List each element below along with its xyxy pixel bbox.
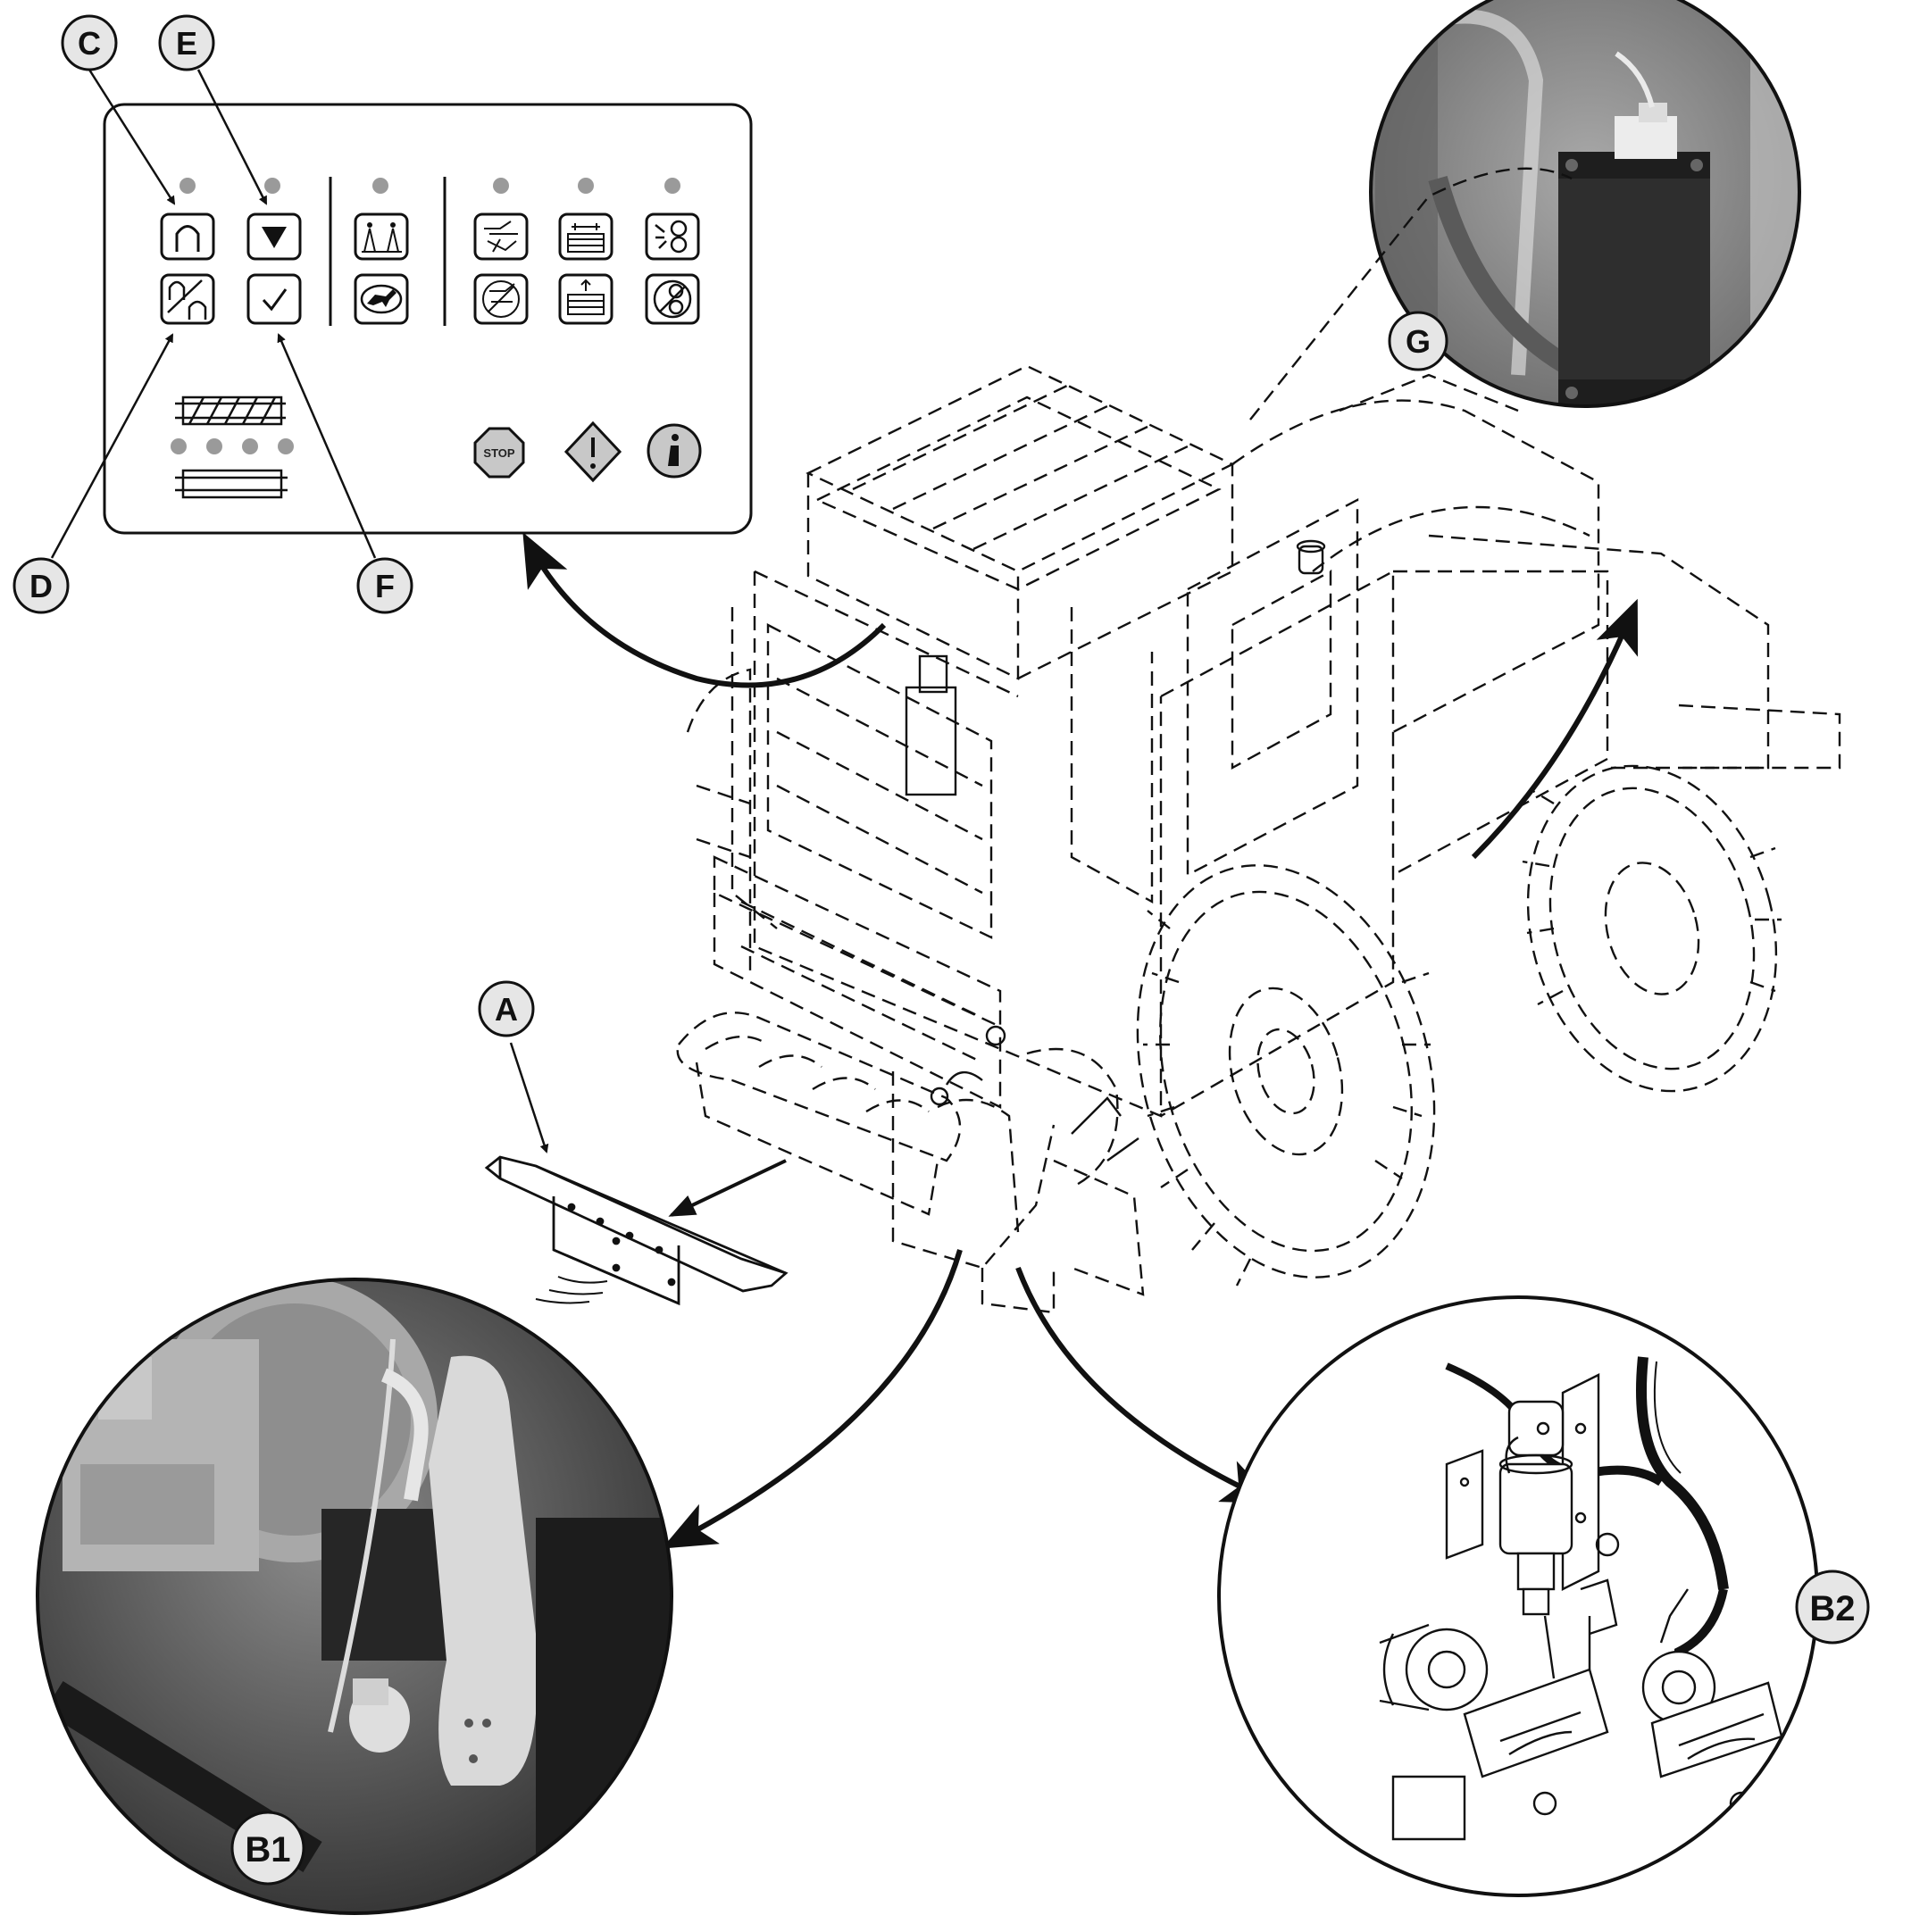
- callout-c: C: [61, 14, 118, 71]
- twine-wrap-button[interactable]: [354, 212, 409, 261]
- arrow-to-part-a: [668, 1159, 787, 1217]
- inset-g-border: [1369, 0, 1801, 408]
- leader-a: [509, 1042, 549, 1153]
- deer-logo-icon: [360, 284, 403, 314]
- bale-top-icon: [181, 396, 283, 426]
- knife-off-icon: [482, 280, 520, 318]
- svg-text:F: F: [375, 568, 395, 604]
- bale-density-button[interactable]: [558, 212, 613, 261]
- deer-logo-button[interactable]: [354, 273, 409, 325]
- arrow-to-b1-inset: [662, 1249, 963, 1549]
- stop-icon: [473, 427, 525, 479]
- callout-b2: B2: [1795, 1570, 1870, 1645]
- callout-b1: B1: [230, 1811, 305, 1886]
- stop-button[interactable]: STOP: [473, 427, 525, 479]
- warning-button[interactable]: [563, 421, 622, 483]
- horseshoe-reset-icon: [167, 279, 207, 320]
- callout-f: F: [356, 557, 413, 614]
- leader-e: [196, 69, 268, 205]
- arrow-to-b2-inset: [1015, 1266, 1277, 1504]
- arrow-to-g-inset: [1471, 598, 1639, 860]
- horseshoe-reset-button[interactable]: [160, 273, 215, 325]
- knife-off-button[interactable]: [473, 273, 529, 325]
- svg-text:B2: B2: [1809, 1589, 1855, 1628]
- leader-d: [50, 333, 174, 559]
- baler-machine-drawing: [676, 167, 1841, 1314]
- leader-c: [88, 69, 176, 205]
- callout-d: D: [13, 557, 70, 614]
- knife-icon: [484, 221, 518, 253]
- checkmark-button[interactable]: [246, 273, 302, 325]
- info-button[interactable]: [647, 423, 702, 479]
- bale-density-up-icon: [567, 279, 605, 315]
- svg-text:A: A: [495, 991, 518, 1028]
- arrow-to-panel: [522, 532, 887, 688]
- part-a-plate: [484, 1155, 789, 1306]
- direction-arrows: [522, 532, 1639, 1549]
- bale-density-up-button[interactable]: [558, 273, 613, 325]
- checkmark-icon: [262, 288, 288, 312]
- svg-text:E: E: [176, 25, 197, 62]
- down-arrow-button[interactable]: [246, 212, 302, 261]
- rotor-off-icon: [653, 279, 692, 319]
- callout-a: A: [478, 980, 535, 1037]
- machine-solid-details: [905, 539, 1326, 1162]
- knife-button[interactable]: [473, 212, 529, 261]
- inset-b2: [1217, 1295, 1819, 1897]
- twine-wrap-icon: [362, 222, 402, 253]
- panel-leds: [171, 178, 680, 454]
- svg-text:C: C: [78, 25, 101, 62]
- down-arrow-icon: [262, 227, 287, 248]
- horseshoe-icon: [175, 225, 200, 252]
- inset-b1: [36, 1278, 673, 1915]
- callout-e: E: [158, 14, 215, 71]
- callout-g: G: [1388, 311, 1448, 371]
- leader-f: [277, 333, 377, 559]
- inset-b1-border: [36, 1278, 673, 1915]
- bale-bottom-icon: [181, 469, 283, 499]
- stop-label: STOP: [483, 446, 514, 460]
- horseshoe-button[interactable]: [160, 212, 215, 261]
- svg-text:G: G: [1406, 323, 1431, 360]
- rotor-icon: [655, 220, 688, 254]
- svg-text:D: D: [29, 568, 53, 604]
- bale-density-icon: [567, 223, 605, 253]
- bale-shape-indicator: [175, 396, 288, 499]
- inset-b2-border: [1217, 1295, 1819, 1897]
- rotor-off-button[interactable]: [645, 273, 700, 325]
- rotor-button[interactable]: [645, 212, 700, 261]
- control-panel: STOP: [103, 103, 753, 535]
- svg-text:B1: B1: [245, 1830, 290, 1870]
